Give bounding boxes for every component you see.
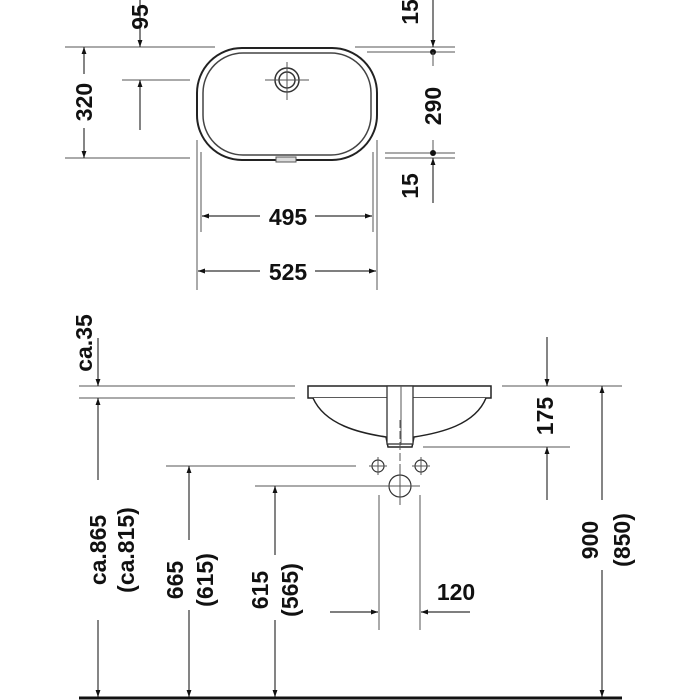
dim-15-bottom: 15 [397, 173, 423, 199]
dim-dot [430, 150, 436, 156]
side-view: ca.35 ca.865 (ca.815) 175 900 (850) [71, 314, 635, 700]
dim-175: 175 [532, 397, 558, 436]
dim-665: 665 [162, 561, 188, 600]
dim-525: 525 [269, 259, 308, 285]
dim-320: 320 [71, 83, 97, 121]
basin-section [307, 385, 492, 508]
supply-left-icon [369, 457, 387, 475]
dim-120: 120 [437, 579, 475, 605]
dim-ca815: (ca.815) [113, 507, 139, 593]
dim-850: (850) [609, 513, 635, 567]
waste-pipe-icon [368, 470, 420, 505]
dim-565: (565) [277, 563, 303, 617]
dim-15-top: 15 [397, 0, 423, 25]
dim-615-alt: (615) [192, 553, 218, 607]
dim-900: 900 [577, 521, 603, 559]
overflow-hole-icon [265, 62, 309, 100]
top-view: 95 320 15 290 15 495 525 [65, 0, 455, 290]
dim-95: 95 [127, 4, 153, 30]
dim-290: 290 [420, 87, 446, 125]
basin-inner-bowl [202, 52, 372, 156]
dim-ca35: ca.35 [71, 314, 97, 372]
dim-ca865: ca.865 [85, 515, 111, 586]
supply-right-icon [412, 457, 430, 475]
drain-tab [275, 156, 297, 163]
dim-615: 615 [247, 571, 273, 610]
dim-495: 495 [269, 204, 308, 230]
